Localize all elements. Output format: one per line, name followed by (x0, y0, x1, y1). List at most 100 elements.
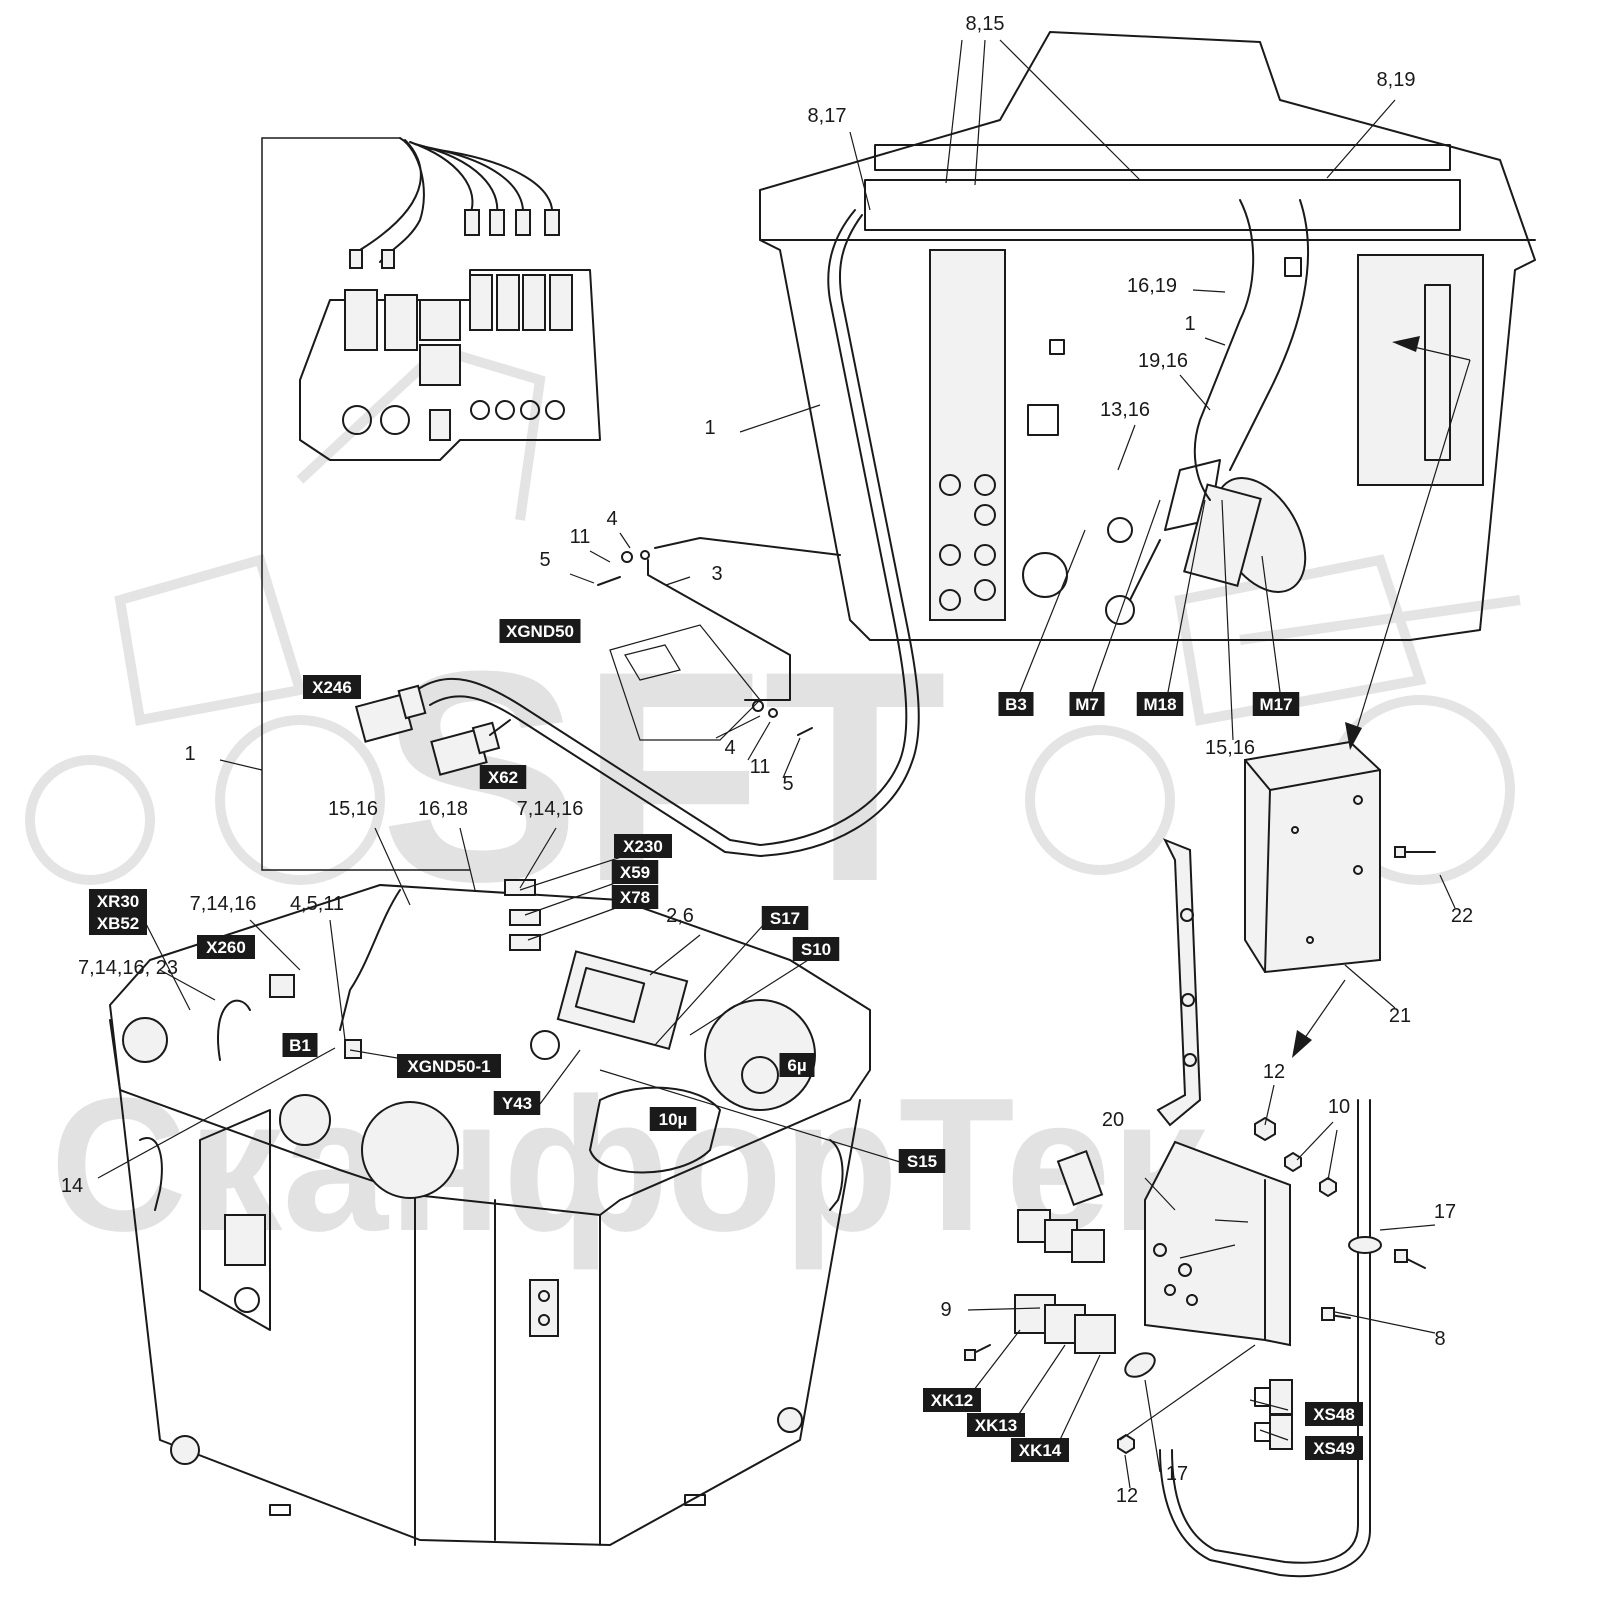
tag-x230: X230 (614, 834, 672, 858)
tag-b3: B3 (998, 692, 1034, 716)
tag-label: S17 (770, 909, 800, 928)
leader-line (967, 1307, 1041, 1311)
callout-22: 22 (1451, 905, 1473, 927)
tag-box (493, 1091, 541, 1115)
valve-block (299, 137, 601, 461)
connector-tag-layer: XGND50X246X62X230X59X78XR30XB52X260S17S1… (89, 619, 1363, 1462)
leader-line (219, 759, 263, 771)
tag-box (89, 889, 147, 913)
leader-line (1264, 1084, 1275, 1126)
tag-label: X62 (488, 768, 518, 787)
leader-line (139, 911, 191, 1011)
tag-box (303, 675, 361, 699)
leader-line (1327, 1129, 1338, 1181)
tag-box (499, 619, 581, 643)
tag-box (1136, 692, 1184, 716)
assembly-arrows (1292, 336, 1471, 1058)
tag-label: XK13 (975, 1416, 1018, 1435)
tag-box (1305, 1436, 1363, 1460)
leader-line (782, 737, 801, 779)
tag-m18: M18 (1136, 692, 1184, 716)
tag-xs48: XS48 (1305, 1402, 1363, 1426)
leader-line (747, 721, 771, 761)
tag-box (779, 1053, 815, 1077)
tag-label: X246 (312, 678, 352, 697)
tag-box (1252, 692, 1300, 716)
leader-line (569, 573, 595, 584)
tag-box (282, 1033, 318, 1057)
callout-14: 14 (61, 1175, 83, 1197)
callout-8: 8 (1434, 1328, 1445, 1350)
leader-line (1117, 424, 1136, 471)
tag-label: XS49 (1313, 1439, 1355, 1458)
tag-xk12: XK12 (923, 1388, 981, 1412)
tag-label: M18 (1143, 695, 1176, 714)
tag-box (397, 1054, 501, 1078)
callout-17: 17 (1434, 1201, 1456, 1223)
connector-x246-x62 (354, 684, 511, 776)
tag-m17: M17 (1252, 692, 1300, 716)
leader-line (1221, 499, 1234, 741)
tag-label: X59 (620, 863, 650, 882)
leader-line (1296, 1121, 1334, 1161)
tag-6µ: 6µ (779, 1053, 815, 1077)
leader-line (739, 404, 821, 433)
leader-line (1192, 289, 1226, 293)
callout-15-16: 15,16 (1205, 737, 1255, 759)
tag-box (1069, 692, 1105, 716)
tag-box (998, 692, 1034, 716)
callout-1: 1 (1184, 313, 1195, 335)
tag-label: X230 (623, 837, 663, 856)
tag-box (898, 1149, 946, 1173)
harness-frame (261, 137, 470, 871)
tag-xk14: XK14 (1011, 1438, 1069, 1462)
leader-line (97, 1047, 336, 1179)
tag-box (479, 765, 527, 789)
leader-line (974, 39, 986, 186)
leader-line (159, 969, 216, 1001)
callout-8-17: 8,17 (808, 105, 847, 127)
leader-line (539, 1049, 581, 1105)
leader-line (599, 1069, 901, 1163)
callout-4-5-11: 4,5,11 (290, 893, 344, 915)
leader-line (619, 532, 631, 549)
leader-line (459, 827, 476, 891)
leader-line (374, 827, 411, 906)
tag-label: 10µ (659, 1110, 688, 1129)
callout-5: 5 (539, 549, 550, 571)
tag-x260: X260 (197, 935, 255, 959)
leader-line (715, 715, 761, 739)
tag-label: S15 (907, 1152, 937, 1171)
callout-9: 9 (940, 1299, 951, 1321)
leader-line (1334, 1311, 1436, 1334)
callout-4: 4 (606, 508, 617, 530)
leader-line (654, 922, 766, 1046)
tag-x246: X246 (303, 675, 361, 699)
callout-16-19: 16,19 (1127, 275, 1177, 297)
tag-x62: X62 (479, 765, 527, 789)
leader-line (999, 39, 1141, 181)
tag-label: 6µ (787, 1056, 806, 1075)
tag-label: XK12 (931, 1391, 974, 1410)
leader-line (1439, 874, 1456, 909)
leader-line (1204, 337, 1226, 346)
tag-m7: M7 (1069, 692, 1105, 716)
ground-strap-bracket (597, 537, 841, 741)
leader-line (1057, 1354, 1101, 1445)
leader-line (689, 954, 817, 1036)
callout-7-14-16-23: 7,14,16, 23 (78, 957, 178, 979)
callout-1: 1 (184, 743, 195, 765)
leader-line (329, 919, 346, 1041)
leader-line (1261, 555, 1281, 693)
callout-4: 4 (724, 737, 735, 759)
callout-16-18: 16,18 (418, 798, 468, 820)
tag-b1: B1 (282, 1033, 318, 1057)
cover-bracket (1156, 740, 1436, 1127)
tag-label: B3 (1005, 695, 1027, 714)
leader-line (249, 919, 301, 971)
callout-8-15: 8,15 (966, 13, 1005, 35)
arrow-down-head-2 (1292, 1030, 1312, 1058)
arrow-down-head (1345, 722, 1362, 750)
tag-box (89, 911, 147, 935)
